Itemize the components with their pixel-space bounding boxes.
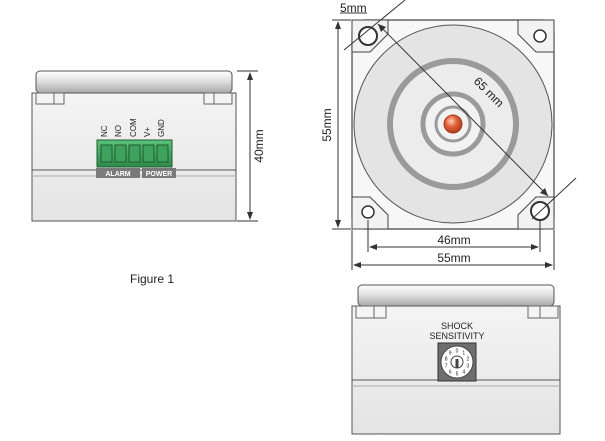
terminal-label: V+: [143, 127, 152, 137]
terminal-label: NC: [100, 125, 109, 137]
terminal-screw: [156, 144, 169, 163]
alarm-label-bar: [96, 168, 140, 178]
dial-pointer: [455, 359, 459, 368]
mount-hole: [361, 205, 375, 219]
width-dimension: [351, 230, 555, 270]
front-cap: [35, 70, 233, 94]
hole-spacing-dimension: [367, 220, 541, 252]
dial-digit: 8: [445, 356, 448, 362]
terminal-screw: [128, 144, 141, 163]
rear-clip-right: [527, 305, 559, 319]
led-indicator: [443, 114, 463, 134]
diagonal-dimension: [343, 0, 577, 220]
dial-digit: 6: [449, 369, 452, 375]
power-label-bar: [142, 168, 176, 178]
terminal-screw: [114, 144, 127, 163]
figure-caption: Figure 1: [130, 272, 174, 286]
front-clip-left: [35, 92, 65, 105]
mount-hole: [358, 26, 378, 46]
terminal-block: [96, 139, 173, 168]
front-view: NC NO COM V+ GND ALARM POWER 40mm: [31, 70, 266, 222]
dial-digit: 4: [462, 369, 465, 375]
dial-digit: 5: [456, 372, 459, 378]
terminal-label: GND: [157, 119, 166, 137]
alarm-group-label: ALARM: [105, 171, 130, 178]
dial-digit: 0: [456, 349, 459, 355]
terminal-screw: [100, 144, 113, 163]
rear-clip-left: [355, 305, 387, 319]
hole-dimension-label: 5mm: [340, 1, 367, 15]
mount-hole: [533, 29, 547, 43]
power-group-label: POWER: [146, 171, 172, 178]
sensitivity-label-line2: SENSITIVITY: [429, 331, 484, 341]
dial-digit: 2: [467, 356, 470, 362]
sensitivity-label-line1: SHOCK: [441, 321, 473, 331]
terminal-label: COM: [129, 118, 138, 137]
width-dimension-label: 55mm: [437, 251, 470, 265]
terminal-label: NO: [114, 125, 123, 137]
terminal-screw: [142, 144, 155, 163]
dial-digit: 7: [445, 364, 448, 370]
side-dimension: [332, 19, 351, 230]
height-dimension-label: 40mm: [252, 129, 266, 162]
dial-digit: 9: [449, 351, 452, 357]
hole-spacing-dimension-label: 46mm: [437, 233, 470, 247]
front-clip-right: [203, 92, 233, 105]
rear-cap: [357, 284, 555, 307]
height-dimension: [237, 70, 258, 222]
side-dimension-label: 55mm: [320, 108, 334, 141]
top-view: 65 mm 5mm 55mm 46mm: [320, 0, 577, 270]
dial-digit: 3: [467, 364, 470, 370]
dial-digit: 1: [462, 351, 465, 357]
